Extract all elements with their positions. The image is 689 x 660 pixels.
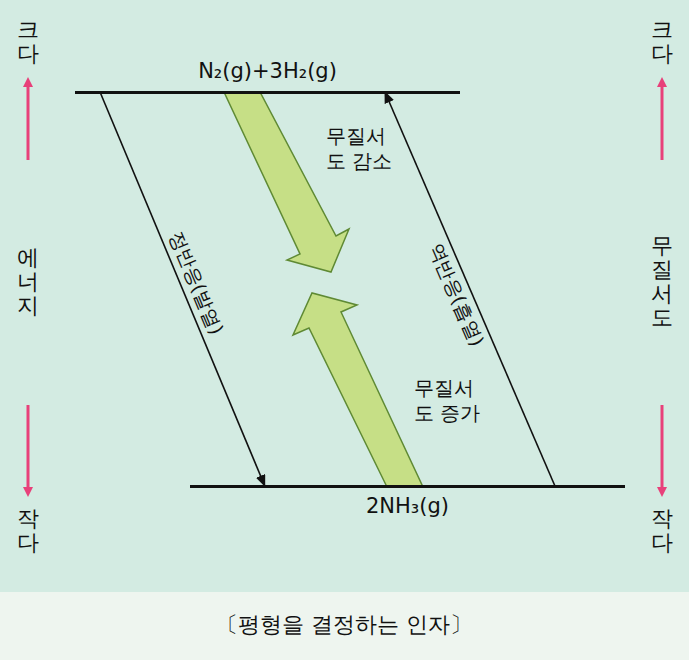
reaction-arrow	[385, 92, 555, 486]
disorder-increase-arrow	[293, 293, 423, 487]
axis-arrow-down	[661, 405, 664, 492]
axis-end-label: 작다	[17, 507, 39, 555]
arrow-note: 무질서 도 증가	[414, 376, 486, 426]
axis-arrow-down	[27, 405, 30, 492]
axis-arrow-up	[661, 82, 664, 160]
disorder-decrease-arrow	[224, 92, 349, 272]
caption: 〔평형을 결정하는 인자〕	[216, 610, 472, 640]
axis-end-label: 크다	[17, 18, 39, 66]
axis-end-label: 작다	[651, 507, 673, 555]
arrow-note: 무질서 도 감소	[326, 124, 398, 174]
axis-end-label: 크다	[651, 18, 673, 66]
background-panel	[0, 0, 689, 592]
energy-level: N₂(g)+3H₂(g)	[75, 55, 460, 93]
axis-arrow-up	[27, 82, 30, 160]
reaction-arrow	[100, 92, 265, 486]
energy-level: 2NH₃(g)	[190, 485, 625, 523]
axis-title: 에너지	[17, 246, 39, 319]
species-label: 2NH₃(g)	[190, 494, 625, 519]
axis-title: 무질서도	[651, 234, 673, 331]
species-label: N₂(g)+3H₂(g)	[75, 59, 460, 84]
